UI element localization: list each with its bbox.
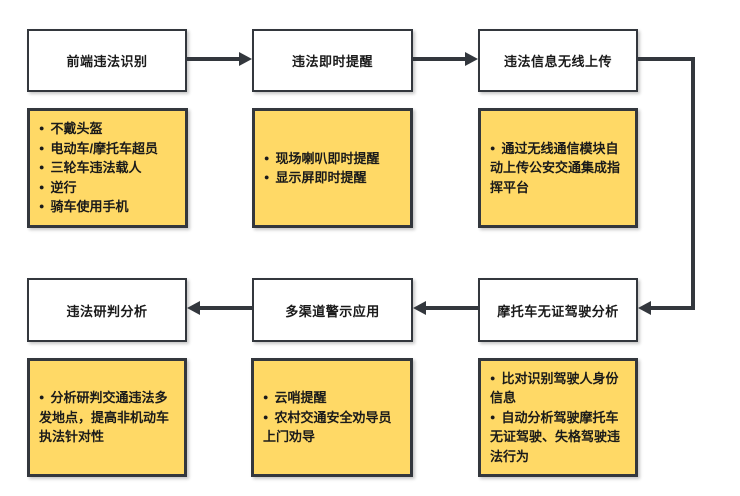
bullet-icon: ● [490,372,496,383]
arrow-line [426,306,478,310]
bullet-text: 农村交通安全劝导员上门劝导 [263,409,392,445]
arrow-line [413,57,466,61]
bullet-icon: ● [39,181,45,192]
bullet-item: ●自动分析驾驶摩托车无证驾驶、失格驾驶违法行为 [490,408,625,467]
bullet-icon: ● [39,142,45,153]
note-instant-reminder: ● 现场喇叭即时提醒 ● 显示屏即时提醒 [252,108,413,228]
step-title: 违法信息无线上传 [503,54,612,69]
bullet-text: 自动分析驾驶摩托车无证驾驶、失格驾驶违法行为 [490,409,621,464]
bullet-item: ● 电动车/摩托车超员 [39,139,175,159]
bullet-icon: ● [39,123,45,134]
bullet-item: ●分析研判交通违法多发地点，提高非机动车执法针对性 [39,388,174,447]
step-multi-channel-warning: 多渠道警示应用 [252,278,413,342]
step-wireless-upload: 违法信息无线上传 [478,29,638,92]
bullet-item: ● 现场喇叭即时提醒 [264,149,400,169]
arrow-right-icon [465,52,478,66]
note-violation-analysis: ●分析研判交通违法多发地点，提高非机动车执法针对性 [27,358,187,477]
step-title: 违法研判分析 [66,303,148,319]
connector-line [638,57,695,61]
bullet-text: 显示屏即时提醒 [275,170,367,185]
bullet-text: 比对识别驾驶人身份信息 [490,370,619,406]
bullet-text: 通过无线通信模块自动上传公安交通集成指挥平台 [490,140,621,195]
bullet-item: ● 不戴头盔 [39,119,175,139]
arrow-line [187,57,240,61]
arrow-right-icon [239,52,252,66]
bullet-text: 骑车使用手机 [50,199,129,215]
bullet-text: 现场喇叭即时提醒 [275,150,380,166]
arrow-left-icon [187,301,200,315]
bullet-item: ● 显示屏即时提醒 [264,168,400,188]
bullet-icon: ● [39,162,45,173]
bullet-icon: ● [263,411,269,422]
bullet-icon: ● [264,172,270,182]
bullet-icon: ● [264,152,270,163]
bullet-text: 电动车/摩托车超员 [50,140,159,156]
bullet-icon: ● [39,392,45,403]
step-unlicensed-driving-analysis: 摩托车无证驾驶分析 [478,278,638,342]
bullet-item: ●农村交通安全劝导员上门劝导 [263,408,400,447]
step-title: 前端违法识别 [66,54,148,69]
bullet-icon: ● [490,411,496,422]
bullet-text: 云哨提醒 [274,390,327,406]
step-title: 摩托车无证驾驶分析 [497,303,619,319]
step-title: 违法即时提醒 [291,54,373,69]
step-instant-reminder: 违法即时提醒 [252,29,413,92]
connector-line [691,57,695,310]
arrow-left-icon [413,301,426,315]
arrow-line [200,306,252,310]
note-unlicensed-driving-analysis: ●比对识别驾驶人身份信息 ●自动分析驾驶摩托车无证驾驶、失格驾驶违法行为 [478,358,638,477]
note-front-violation-detection: ● 不戴头盔 ● 电动车/摩托车超员 ● 三轮车违法载人 ● 逆行 ● 骑车使用手机 [27,108,188,228]
bullet-icon: ● [490,142,496,153]
bullet-text: 分析研判交通违法多发地点，提高非机动车执法针对性 [39,390,170,445]
step-front-violation-detection: 前端违法识别 [27,29,187,92]
bullet-icon: ● [263,392,269,403]
bullet-item: ● 三轮车违法载人 [39,158,175,178]
bullet-item: ●通过无线通信模块自动上传公安交通集成指挥平台 [490,139,625,198]
arrow-left-icon [638,301,651,315]
step-violation-analysis: 违法研判分析 [27,278,187,342]
bullet-icon: ● [39,201,45,212]
note-wireless-upload: ●通过无线通信模块自动上传公安交通集成指挥平台 [478,108,638,228]
bullet-text: 不戴头盔 [50,121,103,137]
bullet-item: ● 骑车使用手机 [39,197,175,217]
bullet-text: 逆行 [50,179,77,195]
step-title: 多渠道警示应用 [285,303,380,319]
bullet-item: ● 逆行 [39,178,175,198]
bullet-item: ●比对识别驾驶人身份信息 [490,369,625,408]
bullet-text: 三轮车违法载人 [50,160,142,176]
connector-line [651,306,695,310]
bullet-item: ● 云哨提醒 [263,388,400,408]
note-multi-channel-warning: ●云哨提醒 ●农村交通安全劝导员上门劝导 [251,358,413,477]
